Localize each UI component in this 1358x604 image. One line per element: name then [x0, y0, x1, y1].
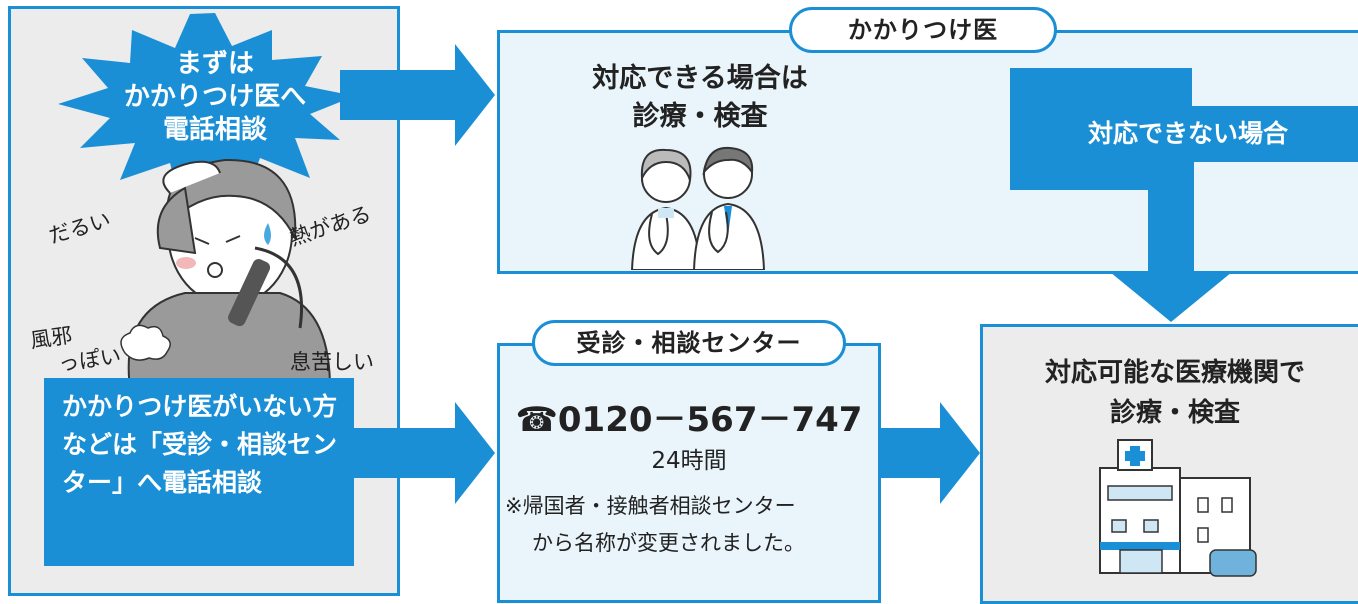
arrow-to-medical-institution	[881, 402, 980, 504]
flow-arrows	[340, 44, 1232, 504]
arrow-to-center	[354, 402, 495, 504]
burst-line-3: 電話相談	[162, 115, 267, 145]
note-line-1: ※帰国者・接触者相談センター	[505, 494, 796, 518]
symptom-breath: 息苦しい	[290, 350, 374, 374]
doctors-illustration	[630, 146, 766, 270]
consultation-center-title: 受診・相談センター	[532, 320, 846, 366]
woman-on-phone-illustration	[58, 13, 355, 388]
kakaritsuke-title: かかりつけ医	[789, 7, 1057, 53]
consultation-center-panel	[497, 343, 881, 603]
medical-institution-text: 対応可能な医療機関で 診療・検査	[985, 353, 1358, 433]
medical-institution-line-1: 対応可能な医療機関で	[1044, 358, 1305, 388]
kakaritsuke-ok-line-1: 対応できる場合は	[592, 63, 808, 94]
burst-line-2: かかりつけ医へ	[123, 82, 307, 112]
hospital-icon	[1099, 439, 1257, 577]
speech-burst-icon	[58, 13, 355, 203]
kakaritsuke-ok-line-2: 診療・検査	[632, 101, 768, 132]
no-doctor-box: かかりつけ医がいない方などは「受診・相談センター」へ電話相談	[44, 378, 354, 566]
arrow-to-kakaritsuke	[340, 44, 495, 146]
kakaritsuke-ok-text: 対応できる場合は 診療・検査	[540, 60, 860, 136]
arrow-down-to-institution	[1110, 160, 1232, 322]
burst-text: まずは かかりつけ医へ 電話相談	[60, 48, 370, 147]
burst-line-1: まずは	[175, 49, 254, 79]
note-line-2: から名称が変更されました。	[532, 531, 805, 555]
phone-number: ☎0120－567－747	[515, 400, 863, 440]
medical-institution-line-2: 診療・検査	[1109, 398, 1240, 428]
not-ok-label: 対応できない場合	[1010, 106, 1358, 162]
hours-text: 24時間	[651, 448, 727, 474]
